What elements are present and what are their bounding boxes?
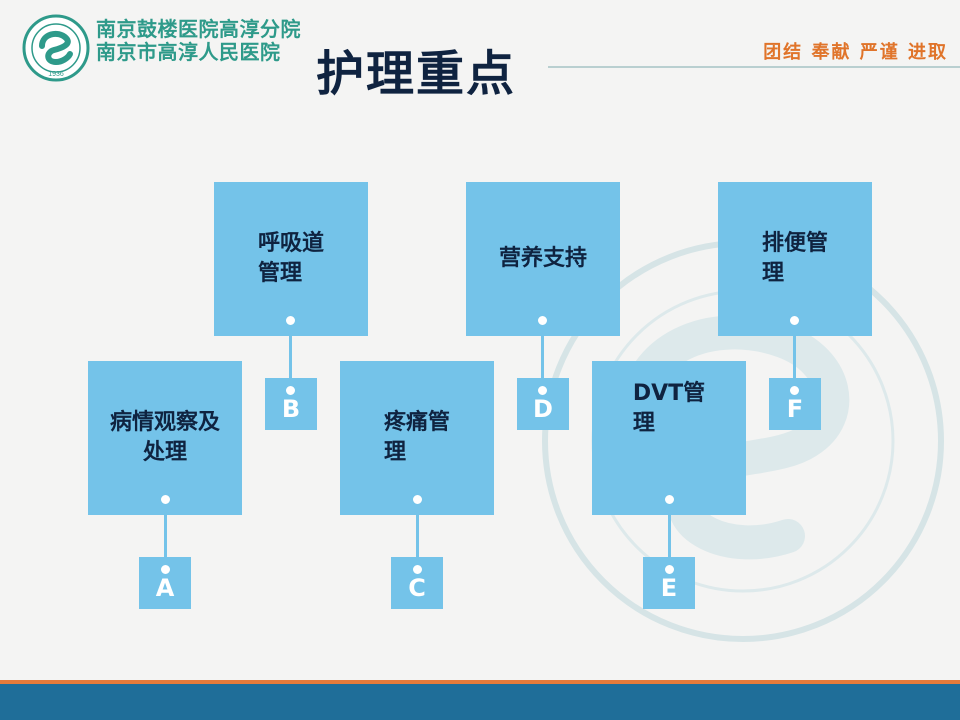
connector-a [164,499,167,569]
connector-c [416,499,419,569]
box-label-c: 疼痛管 理 [383,410,450,465]
hospital-names: 南京鼓楼医院高淳分院 南京市高淳人民医院 [96,18,301,64]
header-divider [548,66,960,68]
box-b: 呼吸道 管理 [214,182,368,336]
connector-e [668,499,671,569]
hospital-name-line2: 南京市高淳人民医院 [96,40,281,64]
box-label-e: DVT管 理 [632,381,706,436]
hospital-logo-icon: 1936 [22,14,90,82]
dot-b-bottom [284,384,297,397]
box-d: 营养支持 [466,182,620,336]
dot-e-top [663,493,676,506]
box-e: DVT管 理 [592,361,746,515]
box-label-b: 呼吸道 管理 [257,231,324,286]
dot-b-top [284,314,297,327]
box-label-a: 病情观察及 处理 [109,410,220,465]
footer-accent-line [0,680,960,684]
hospital-motto: 团结 奉献 严谨 进取 [763,42,948,63]
dot-a-bottom [159,563,172,576]
dot-d-top [536,314,549,327]
dot-a-top [159,493,172,506]
box-c: 疼痛管 理 [340,361,494,515]
dot-f-top [788,314,801,327]
tab-b: B [265,378,317,430]
box-f: 排便管 理 [718,182,872,336]
footer-band [0,680,960,720]
hospital-name-line1: 南京鼓楼医院高淳分院 [96,17,301,41]
dot-c-bottom [411,563,424,576]
connector-d [541,320,544,390]
connector-f [793,320,796,390]
dot-f-bottom [788,384,801,397]
box-label-d: 营养支持 [498,246,587,271]
dot-d-bottom [536,384,549,397]
connector-b [289,320,292,390]
box-label-f: 排便管 理 [761,231,828,286]
logo-year: 1936 [48,71,64,78]
box-a: 病情观察及 处理 [88,361,242,515]
page-title: 护理重点 [316,46,517,102]
slide-header: 1936 南京鼓楼医院高淳分院 南京市高淳人民医院 护理重点 团结 奉献 严谨 … [0,0,960,102]
dot-c-top [411,493,424,506]
dot-e-bottom [663,563,676,576]
